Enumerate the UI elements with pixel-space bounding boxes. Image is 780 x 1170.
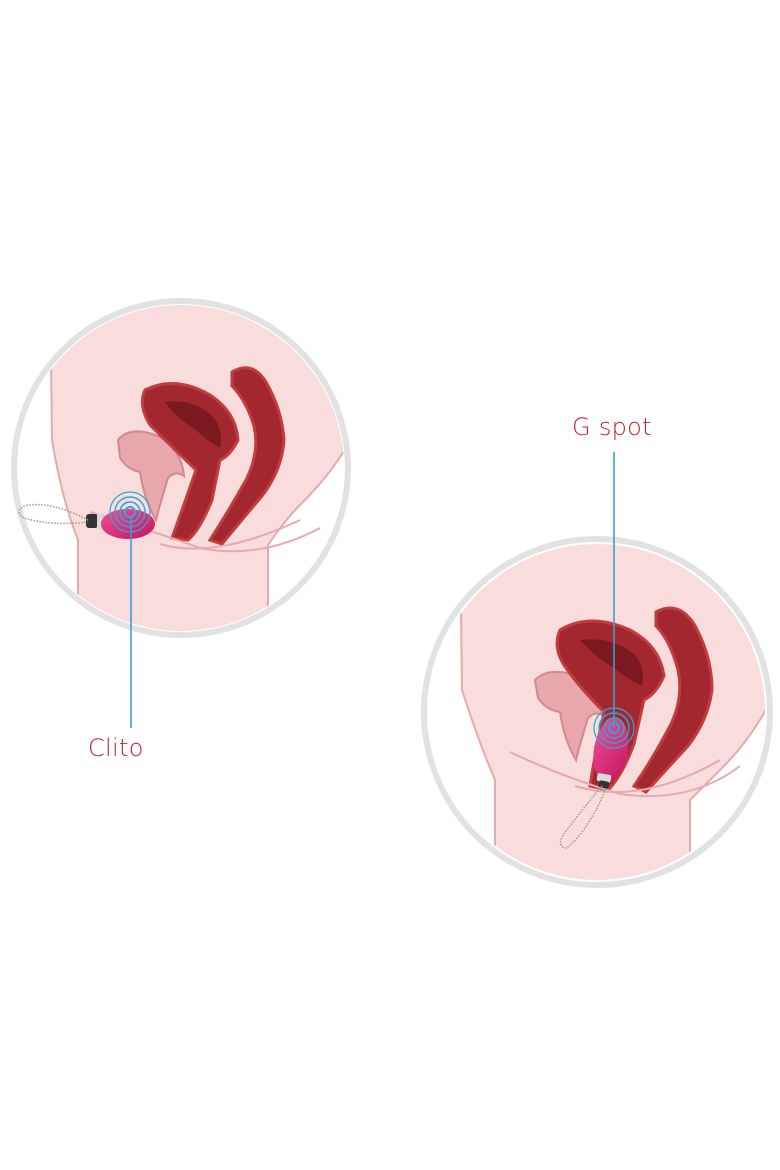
vibrator-egg-icon [593,718,629,789]
right-pelvic-floor-line [509,751,741,797]
device-tip-cap [86,514,98,528]
device-body [101,509,155,539]
right-pelvic-floor-line-2 [574,759,721,794]
left-rectum [207,366,286,546]
device-tip-metal [596,773,612,783]
device-body [593,718,629,782]
clito-label: Clito [88,734,144,762]
right-uterus-cavity [580,639,644,686]
left-bladder [116,430,186,523]
vibrator-egg-icon [86,509,155,539]
vibration-waves-icon [109,491,151,533]
right-rectum [631,606,714,794]
gspot-label: G spot [572,413,652,441]
left-uterus-cavity [165,401,222,448]
left-device-string-loop [18,503,89,525]
right-device-string-loop [559,785,607,849]
right-panel-gspot-use [421,452,773,888]
left-pelvic-floor-line-2 [159,519,301,550]
left-panel-clitoral-use [11,298,351,728]
